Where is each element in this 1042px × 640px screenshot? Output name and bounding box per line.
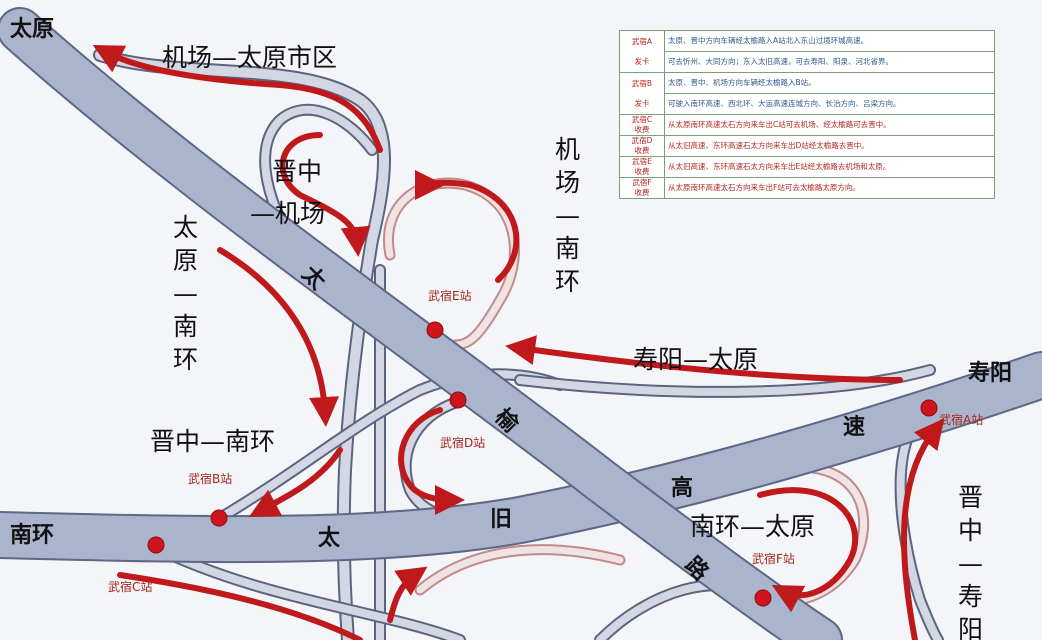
highway-name-char: 旧 (490, 507, 512, 532)
station-e-loop-ramp-fill (385, 179, 518, 349)
direction-jinzhong-shouyang: 晋中 — 寿阳 (958, 483, 983, 640)
direction-char: 环 (555, 267, 580, 296)
direction-char: 南 (555, 234, 580, 263)
highway-name-char: 速 (843, 414, 865, 440)
station-e-dot (426, 321, 444, 339)
lower-pink-ramp-fill (416, 546, 624, 594)
direction-labels: 机场—太原市区 晋中 —机场 寿阳—太原 晋中—南环 南环—太原 太原—南环 机… (150, 43, 983, 640)
station-c-label: 武宿C站 (108, 579, 152, 594)
taiyu-road-fill (0, 9, 841, 640)
main-roads (0, 7, 1042, 640)
station-b-label: 武宿B站 (188, 471, 232, 486)
place-shouyang: 寿阳 (968, 360, 1012, 386)
flow-jinzhong-shouyang (900, 418, 945, 640)
direction-jinzhong-airport-2: —机场 (250, 199, 325, 228)
place-taiyuan: 太原 (10, 17, 54, 42)
station-a-label: 武宿A站 (939, 412, 983, 427)
direction-char: 晋 (958, 483, 983, 512)
legend-description: 可去忻州、大同方向；东入太旧高速，可去寿阳、阳泉、河北省界。 (664, 51, 995, 73)
station-c-ramp-fill (146, 541, 464, 640)
direction-char: 南 (173, 312, 198, 341)
direction-char: 寿 (958, 582, 983, 611)
direction-char: 中 (958, 516, 983, 545)
direction-airport-to-city: 机场—太原市区 (162, 43, 337, 72)
legend-description: 可驶入南环高速、西北环、大运高速连城方向、长治方向、吕梁方向。 (664, 93, 995, 115)
flow-airport-nanhuan (414, 169, 520, 283)
station-f-dot (754, 589, 772, 607)
legend-description: 从太原南环高速太石方向来车出F站可去太榆路太原方向。 (664, 177, 995, 199)
place-labels: 太原 南环 寿阳 (10, 17, 1012, 548)
legend-row: 可去忻州、大同方向；东入太旧高速，可去寿阳、阳泉、河北省界。 (620, 51, 995, 73)
direction-char: 阳 (958, 615, 983, 640)
legend-description: 太原、晋中方向车辆经太榆路入A站北入东山过境环城高速。 (664, 30, 995, 52)
station-a-dot (920, 399, 938, 417)
direction-char: — (958, 549, 983, 578)
place-nanhuan: 南环 (10, 523, 54, 548)
flow-nanhuan-taiyuan (757, 487, 858, 613)
station-d-dot (449, 391, 467, 409)
station-b-ramp-fill (221, 370, 564, 519)
flow-jinzhong-nanhuan (248, 447, 343, 518)
direction-nanhuan-taiyuan: 南环—太原 (690, 512, 815, 541)
station-d-label: 武宿D站 (440, 435, 485, 450)
legend-description: 太原、晋中、机场方向车辆经太榆路入B站。 (664, 72, 995, 94)
legend-description: 从太旧高速、东环高速石太方向来车出E站经太榆路去机场和太原。 (664, 156, 995, 178)
nanhuan-shouyang-expressway-fill (0, 353, 1042, 562)
direction-char: 机 (555, 135, 580, 164)
direction-airport-nanhuan: 机场 — 南环 (555, 135, 580, 296)
flow-lower-left (387, 566, 428, 623)
legend-description: 从太原南环高速太石方向来车出C站可去机场、经太榆路可去晋中。 (664, 114, 995, 136)
flow-jinzhong-airport (279, 132, 371, 257)
flow-taiyuan-nanhuan (217, 247, 340, 427)
direction-char: — (555, 201, 580, 230)
direction-char: 原 (173, 246, 198, 275)
direction-jinzhong-airport-1: 晋中 (272, 157, 322, 186)
station-e-label: 武宿E站 (428, 288, 472, 303)
station-f-label: 武宿F站 (752, 551, 795, 566)
station-c-dot (147, 536, 165, 554)
direction-char: 环 (173, 345, 198, 374)
flow-airport-to-city (92, 44, 383, 153)
station-b-dot (210, 509, 228, 527)
direction-taiyuan-nanhuan: 太原 — 南环 (173, 213, 198, 374)
direction-jinzhong-nanhuan: 晋中—南环 (150, 427, 275, 456)
highway-name-char: 高 (671, 475, 693, 501)
flow-station-c (117, 572, 363, 640)
traffic-flow-arrows (92, 44, 945, 640)
direction-char: 太 (173, 213, 198, 242)
station-labels: 武宿E站 武宿D站 武宿B站 武宿C站 武宿A站 武宿F站 (108, 288, 983, 594)
direction-shouyang-taiyuan: 寿阳—太原 (633, 345, 758, 374)
legend-description: 从太旧高速、东环高速石太方向来车出D站经太榆路去晋中。 (664, 135, 995, 157)
flow-station-d (398, 407, 465, 515)
direction-char: 场 (555, 168, 580, 197)
ramp-loops (383, 177, 870, 608)
legend-row: 可驶入南环高速、西北环、大运高速连城方向、长治方向、吕梁方向。 (620, 93, 995, 115)
highway-name-char: 太 (318, 526, 341, 551)
stations (147, 321, 938, 607)
direction-char: — (173, 279, 198, 308)
flow-shouyang-taiyuan (505, 335, 903, 383)
